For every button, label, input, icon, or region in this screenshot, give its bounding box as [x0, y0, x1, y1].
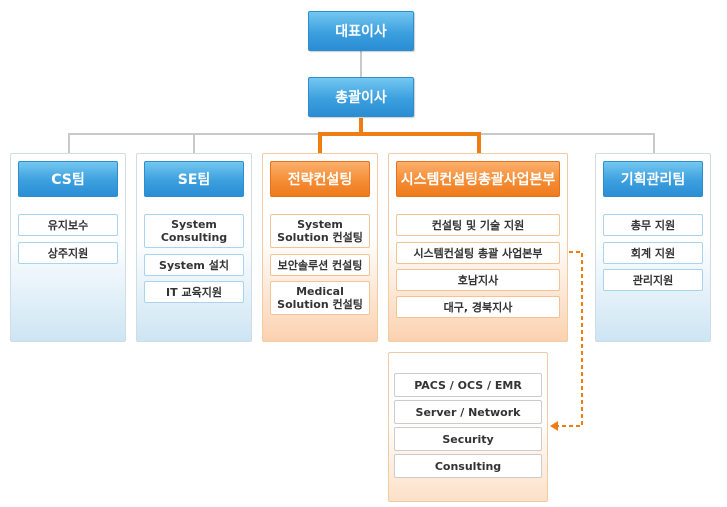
team-item: IT 교육지원 — [144, 281, 244, 303]
team-title: 기획관리팀 — [603, 161, 703, 197]
team-cs: CS팀 유지보수 상주지원 — [10, 153, 126, 342]
team-item: 관리지원 — [603, 269, 703, 291]
sub-division-item: Consulting — [394, 454, 542, 478]
sub-division-item: Server / Network — [394, 400, 542, 424]
team-strategy-consulting: 전략컨설팅 System Solution 컨설팅 보안솔루션 컨설팅 Medi… — [262, 153, 378, 342]
ceo-box: 대표이사 — [308, 11, 414, 51]
sub-division-item: PACS / OCS / EMR — [394, 373, 542, 397]
sub-division-box: PACS / OCS / EMR Server / Network Securi… — [388, 352, 548, 502]
connector — [653, 133, 655, 154]
sub-division-item: Security — [394, 427, 542, 451]
connector — [318, 132, 481, 136]
connector — [477, 132, 481, 154]
team-item: 보안솔루션 컨설팅 — [270, 254, 370, 276]
team-item: 회계 지원 — [603, 242, 703, 264]
team-item: System Solution 컨설팅 — [270, 214, 370, 248]
connector — [193, 133, 195, 154]
team-item: 유지보수 — [18, 214, 118, 236]
arrow-head-icon — [550, 421, 558, 431]
connector — [318, 132, 322, 154]
team-item: 호남지사 — [396, 269, 560, 291]
team-system-consulting-hq: 시스템컨설팅총괄사업본부 컨설팅 및 기술 지원 시스템컨설팅 총괄 사업본부 … — [388, 153, 568, 342]
team-title: 전략컨설팅 — [270, 161, 370, 197]
team-item: 컨설팅 및 기술 지원 — [396, 214, 560, 236]
team-item: Medical Solution 컨설팅 — [270, 281, 370, 315]
team-item: System Consulting — [144, 214, 244, 248]
connector — [360, 51, 362, 77]
team-title: CS팀 — [18, 161, 118, 197]
team-item: System 설치 — [144, 254, 244, 276]
team-se: SE팀 System Consulting System 설치 IT 교육지원 — [136, 153, 252, 342]
coo-box: 총괄이사 — [308, 77, 414, 117]
team-title: SE팀 — [144, 161, 244, 197]
team-planning-management: 기획관리팀 총무 지원 회계 지원 관리지원 — [595, 153, 711, 342]
connector — [68, 133, 70, 154]
team-item: 상주지원 — [18, 242, 118, 264]
team-item: 대구, 경북지사 — [396, 296, 560, 318]
team-item: 시스템컨설팅 총괄 사업본부 — [396, 242, 560, 264]
team-item: 총무 지원 — [603, 214, 703, 236]
connector — [359, 118, 363, 134]
team-title: 시스템컨설팅총괄사업본부 — [396, 161, 560, 197]
